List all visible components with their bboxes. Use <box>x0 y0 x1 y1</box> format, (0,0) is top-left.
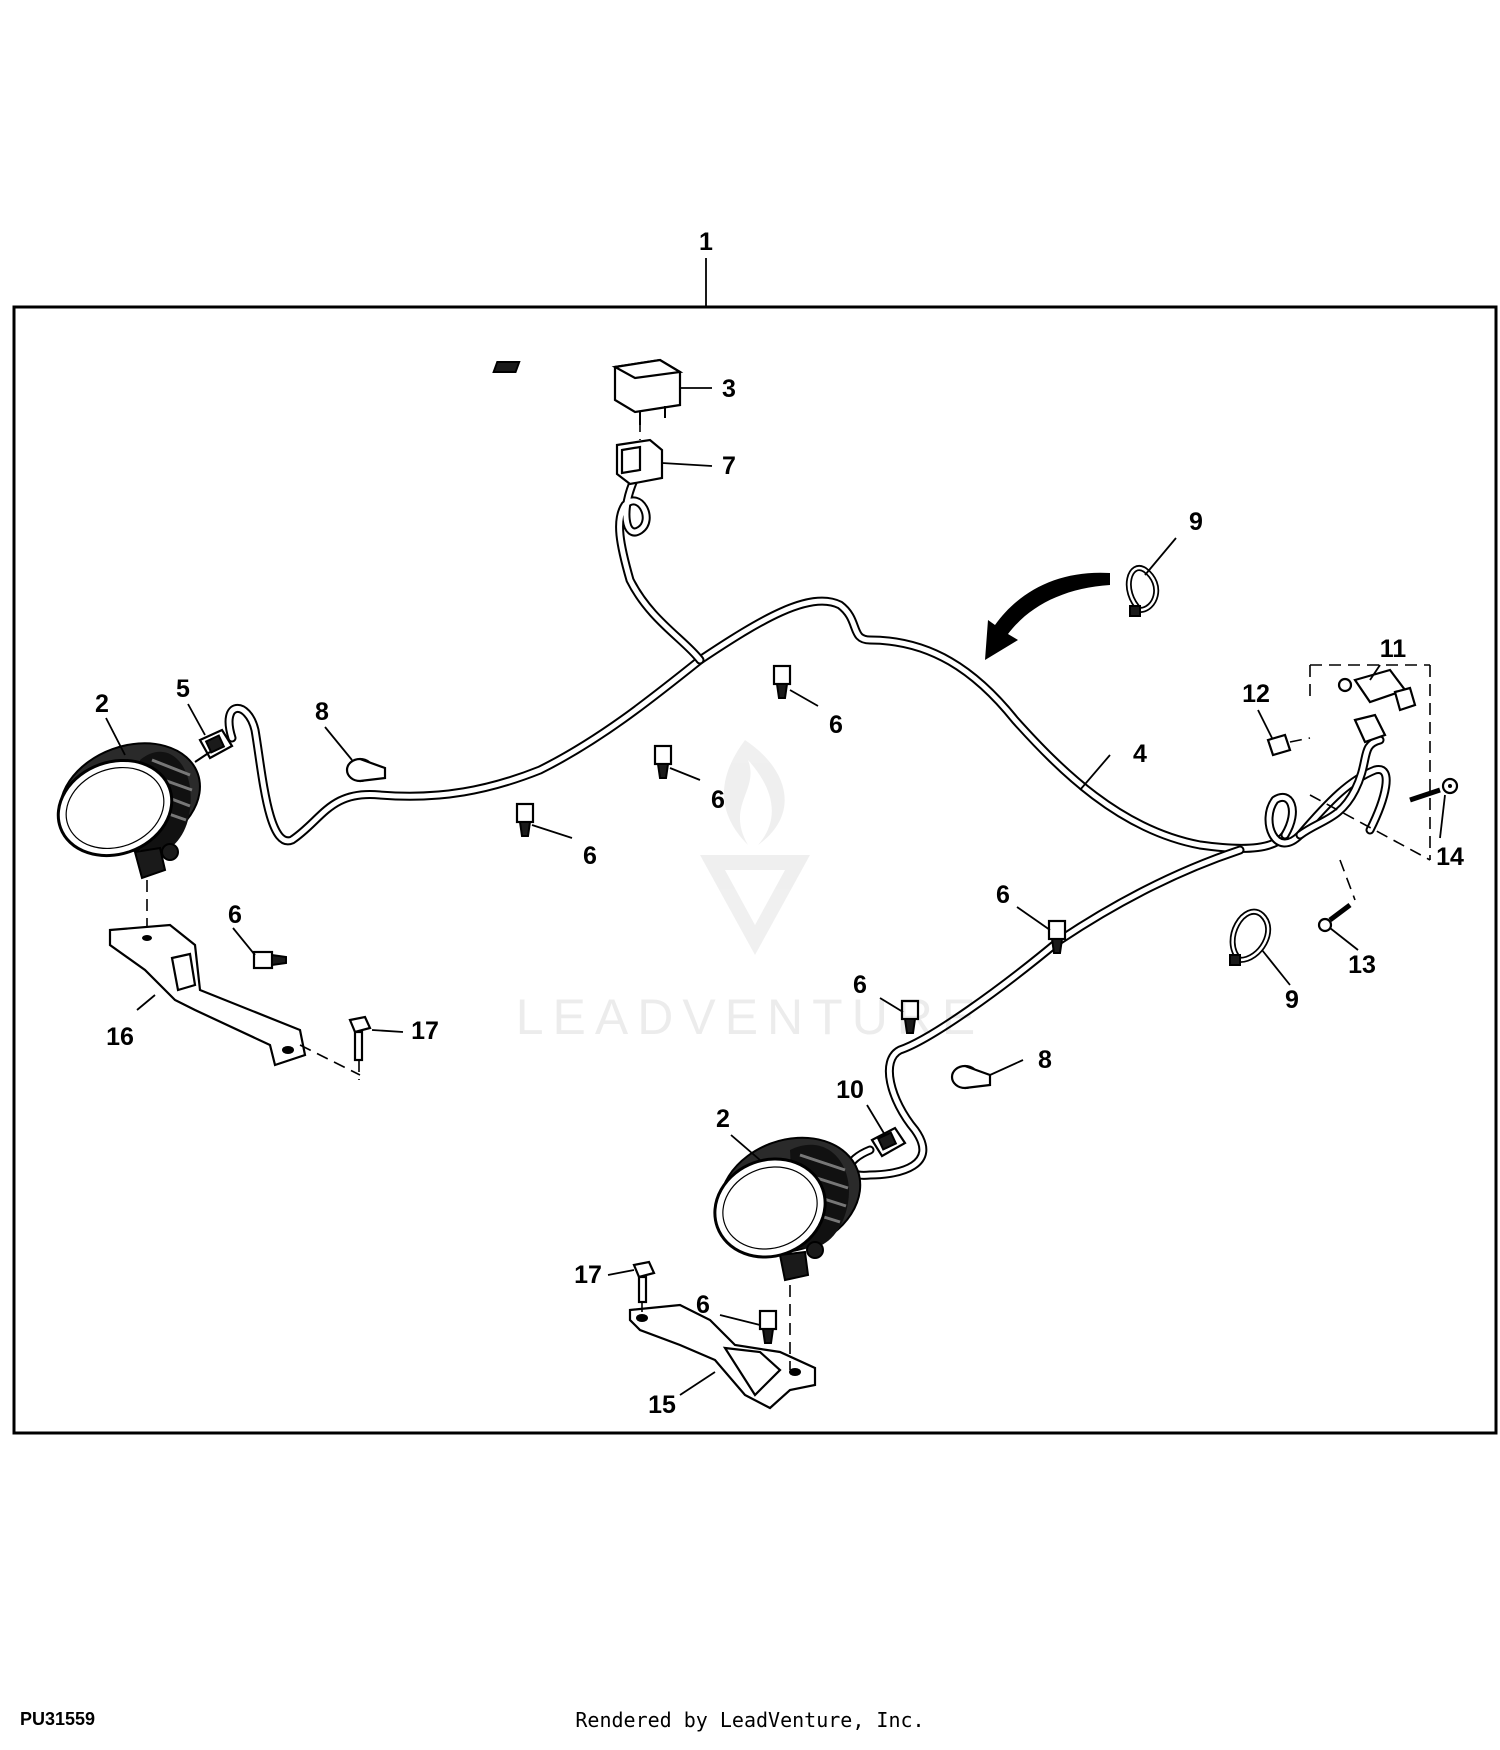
callout-labels: 1 3 7 2 5 8 6 6 6 6 16 4 9 11 12 14 13 9… <box>95 228 1464 1419</box>
callout-12: 12 <box>1242 680 1270 708</box>
clip-6b <box>653 744 673 779</box>
callout-1: 1 <box>699 228 713 256</box>
work-light-right <box>713 1136 862 1370</box>
callout-14: 14 <box>1436 843 1464 871</box>
clip-6c <box>515 802 535 837</box>
direction-arrow <box>985 572 1110 660</box>
callout-9-bottom: 9 <box>1285 986 1299 1014</box>
right-light-connector <box>870 1126 907 1158</box>
callout-15: 15 <box>648 1391 676 1419</box>
switch-connector <box>615 420 664 486</box>
wiring-harness <box>224 473 1391 1180</box>
clip-6a <box>772 664 792 699</box>
watermark-logo <box>700 740 810 955</box>
clip-6f <box>252 950 287 970</box>
work-light-left <box>56 742 201 935</box>
diagram-id: PU31559 <box>20 1709 96 1729</box>
bolt-left <box>348 1015 372 1080</box>
bolt-right <box>632 1260 656 1312</box>
callout-10: 10 <box>836 1076 864 1104</box>
harness-clips <box>252 664 1067 1344</box>
ring-terminal <box>1409 777 1459 803</box>
callout-6-f: 6 <box>228 901 242 929</box>
callout-3: 3 <box>722 375 736 403</box>
callout-11: 11 <box>1380 635 1407 663</box>
left-bracket <box>108 923 361 1076</box>
callout-17-left: 17 <box>411 1017 439 1045</box>
rocker-switch <box>492 358 684 425</box>
callout-9-top: 9 <box>1189 508 1203 536</box>
cable-tie-bottom <box>1229 909 1271 966</box>
callout-4: 4 <box>1133 740 1147 768</box>
watermark-text: LEADVENTURE <box>515 989 985 1045</box>
ground-terminal <box>1317 859 1356 933</box>
callout-7: 7 <box>722 452 736 480</box>
callout-17-right: 17 <box>574 1261 602 1289</box>
left-light-connector <box>194 728 234 763</box>
callout-6-b: 6 <box>711 786 725 814</box>
callout-6-a: 6 <box>829 711 843 739</box>
callout-6-d: 6 <box>996 881 1010 909</box>
p-clamp-right <box>950 1064 992 1090</box>
callout-2-left: 2 <box>95 690 109 718</box>
callout-6-g: 6 <box>696 1291 710 1319</box>
right-bracket <box>628 1303 817 1410</box>
clip-6g <box>758 1309 778 1344</box>
cable-tie-top <box>1125 565 1160 617</box>
p-clamp-left <box>345 757 387 783</box>
leader-lines <box>105 258 1446 1396</box>
callout-16: 16 <box>106 1023 134 1051</box>
fuse-holder <box>1309 664 1431 861</box>
callout-6-c: 6 <box>583 842 597 870</box>
callout-6-e: 6 <box>853 971 867 999</box>
clip-6e <box>900 999 920 1034</box>
callout-13: 13 <box>1348 951 1376 979</box>
fuse <box>1266 733 1311 757</box>
diagram-frame <box>12 305 1498 1435</box>
callout-8-left: 8 <box>315 698 329 726</box>
render-credit: Rendered by LeadVenture, Inc. <box>575 1708 925 1732</box>
callout-2-right: 2 <box>716 1105 730 1133</box>
callout-5: 5 <box>176 675 190 703</box>
callout-8-right: 8 <box>1038 1046 1052 1074</box>
